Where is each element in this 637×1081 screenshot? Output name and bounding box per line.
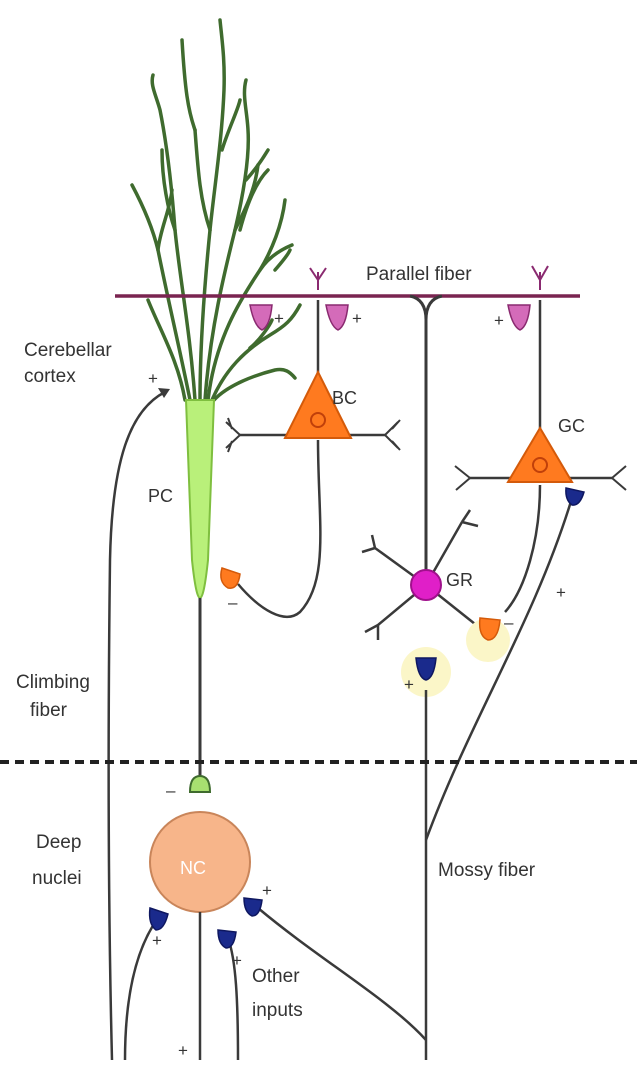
sign-plus-nc-mid: + xyxy=(232,951,242,970)
nc-terminal-climbing xyxy=(150,908,168,930)
basket-terminal xyxy=(221,568,240,588)
label-climbing: Climbing xyxy=(16,672,90,693)
label-inputs: inputs xyxy=(252,1000,303,1021)
climbing-fiber-arrowhead xyxy=(158,388,170,398)
golgi-cell xyxy=(455,300,626,612)
sign-plus-pf2: + xyxy=(352,309,362,328)
sign-plus-pf3: + xyxy=(494,311,504,330)
sign-minus-pc-nc: – xyxy=(166,781,176,800)
sign-plus-mossy-gc: + xyxy=(556,583,566,602)
label-cerebellar: Cerebellar xyxy=(24,340,112,361)
label-nuclei: nuclei xyxy=(32,868,82,889)
sign-plus-pf1: + xyxy=(274,309,284,328)
sign-plus-nc-right: + xyxy=(262,881,272,900)
label-nc: NC xyxy=(180,858,206,878)
granule-axon xyxy=(410,296,442,585)
granule-cell-body xyxy=(411,570,441,600)
label-mossy-fiber: Mossy fiber xyxy=(438,860,536,881)
nc-terminal-other xyxy=(218,930,236,948)
sign-minus-golgi: – xyxy=(504,613,514,632)
mossy-terminal-golgi xyxy=(566,488,584,505)
label-fiber: fiber xyxy=(30,700,68,721)
label-parallel-fiber: Parallel fiber xyxy=(366,264,472,285)
label-pc: PC xyxy=(148,486,173,506)
label-gr: GR xyxy=(446,570,473,590)
purkinje-cell-body xyxy=(186,400,214,598)
nc-terminal-mossy xyxy=(244,898,262,916)
sign-plus-mossy-gr: + xyxy=(404,675,414,694)
label-bc: BC xyxy=(332,388,357,408)
label-gc: GC xyxy=(558,416,585,436)
sign-minus-basket: – xyxy=(228,593,238,612)
sign-plus-nc-left: + xyxy=(152,931,162,950)
sign-plus-pc-tip: + xyxy=(148,369,158,388)
label-other: Other xyxy=(252,966,300,987)
label-deep: Deep xyxy=(36,832,81,853)
purkinje-terminal xyxy=(190,776,210,792)
label-cortex: cortex xyxy=(24,366,76,387)
purkinje-dendritic-tree xyxy=(132,20,300,400)
sign-plus-bottom: + xyxy=(178,1041,188,1060)
